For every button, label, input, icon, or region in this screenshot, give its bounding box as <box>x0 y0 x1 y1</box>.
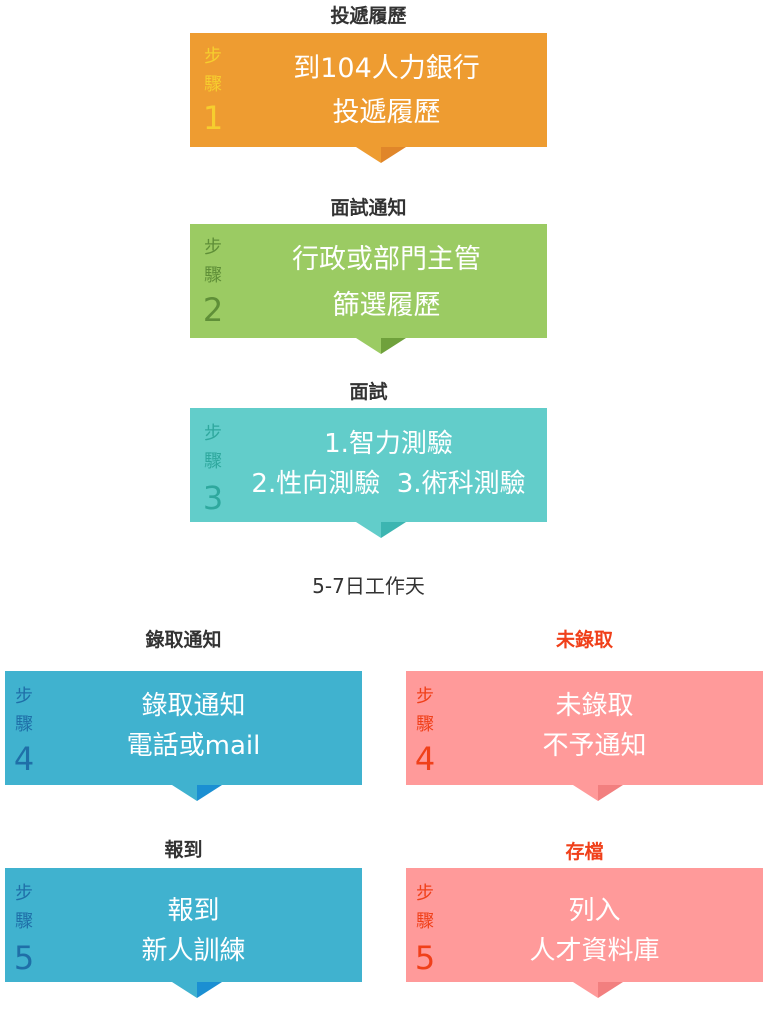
step4-rejected-number: 4 <box>414 740 436 778</box>
arrow-shape <box>172 982 222 998</box>
step4-accepted-line-2: 電話或mail <box>126 731 261 761</box>
step5-archive-line-1: 列入 <box>568 896 621 926</box>
step4-accepted-text: 錄取通知 電話或mail <box>25 686 362 766</box>
step4-rejected-line-1: 未錄取 <box>555 691 634 721</box>
step3-box: 步驟 3 1.智力測驗 2.性向測驗 3.術科測驗 <box>190 408 547 522</box>
step2-caption: 面試通知 <box>330 197 407 219</box>
step4-rejected-text: 未錄取 不予通知 <box>426 686 763 766</box>
step3-text: 1.智力測驗 2.性向測驗 3.術科測驗 <box>230 424 547 504</box>
step5-archive-text: 列入 人才資料庫 <box>426 891 763 971</box>
arrow-left-half <box>356 522 381 538</box>
step1-caption: 投遞履歷 <box>330 5 407 27</box>
step4-accepted-line-1: 錄取通知 <box>141 691 246 721</box>
step4-rejected-box: 步驟 4 未錄取 不予通知 <box>406 671 763 785</box>
step1-label: 步驟 <box>204 46 222 95</box>
arrow-left-half <box>172 785 197 801</box>
step1-line-2: 投遞履歷 <box>332 97 441 128</box>
step4-accepted-label: 步驟 <box>15 686 33 735</box>
step2-line-1: 行政或部門主管 <box>292 244 481 275</box>
arrow-left-half <box>573 785 598 801</box>
step1-line-1: 到104人力銀行 <box>293 53 480 84</box>
step4-rejected-caption: 未錄取 <box>555 629 613 651</box>
step2-label: 步驟 <box>204 237 222 286</box>
arrow-shape <box>356 522 406 538</box>
arrow-shape <box>573 785 623 801</box>
arrow-shape <box>172 785 222 801</box>
arrow-left-half <box>356 147 381 163</box>
step5-onboarding-line-1: 報到 <box>167 896 220 926</box>
step5-archive-label: 步驟 <box>416 883 434 932</box>
step2-number: 2 <box>202 291 224 329</box>
step3-line-1: 1.智力測驗 <box>324 429 453 459</box>
arrow-right-half <box>381 522 406 538</box>
step1-number: 1 <box>202 99 224 137</box>
step1-text: 到104人力銀行 投遞履歷 <box>226 47 547 135</box>
arrow-shape <box>356 338 406 354</box>
step5-onboarding-text: 報到 新人訓練 <box>25 891 362 971</box>
arrow-right-half <box>197 982 222 998</box>
step4-accepted-box: 步驟 4 錄取通知 電話或mail <box>5 671 362 785</box>
step5-onboarding-label: 步驟 <box>15 883 33 932</box>
arrow-shape <box>573 982 623 998</box>
arrow-left-half <box>573 982 598 998</box>
arrow-right-half <box>598 785 623 801</box>
step4-rejected-line-2: 不予通知 <box>542 731 647 761</box>
step5-archive-line-2: 人才資料庫 <box>529 936 660 966</box>
step5-onboarding-caption: 報到 <box>164 839 203 861</box>
arrow-left-half <box>172 982 197 998</box>
arrow-right-half <box>197 785 222 801</box>
step5-onboarding-line-2: 新人訓練 <box>141 936 246 966</box>
arrow-right-half <box>598 982 623 998</box>
step1-box: 步驟 1 到104人力銀行 投遞履歷 <box>190 33 547 147</box>
arrow-right-half <box>381 338 406 354</box>
step3-line-2: 2.性向測驗 3.術科測驗 <box>251 469 526 499</box>
step3-caption: 面試 <box>349 381 388 403</box>
step2-text: 行政或部門主管 篩選履歷 <box>226 237 547 329</box>
step4-accepted-caption: 錄取通知 <box>145 629 222 651</box>
step4-rejected-label: 步驟 <box>416 686 434 735</box>
step3-label: 步驟 <box>204 423 222 472</box>
step2-box: 步驟 2 行政或部門主管 篩選履歷 <box>190 224 547 338</box>
step3-number: 3 <box>202 479 224 517</box>
waiting-period-caption: 5-7日工作天 <box>312 574 425 598</box>
arrow-shape <box>356 147 406 163</box>
step5-onboarding-box: 步驟 5 報到 新人訓練 <box>5 868 362 982</box>
step5-archive-number: 5 <box>414 939 436 977</box>
step2-line-2: 篩選履歷 <box>332 290 441 321</box>
step5-archive-box: 步驟 5 列入 人才資料庫 <box>406 868 763 982</box>
step5-archive-caption: 存檔 <box>565 841 604 863</box>
step5-onboarding-number: 5 <box>13 939 35 977</box>
arrow-right-half <box>381 147 406 163</box>
step4-accepted-number: 4 <box>13 740 35 778</box>
arrow-left-half <box>356 338 381 354</box>
